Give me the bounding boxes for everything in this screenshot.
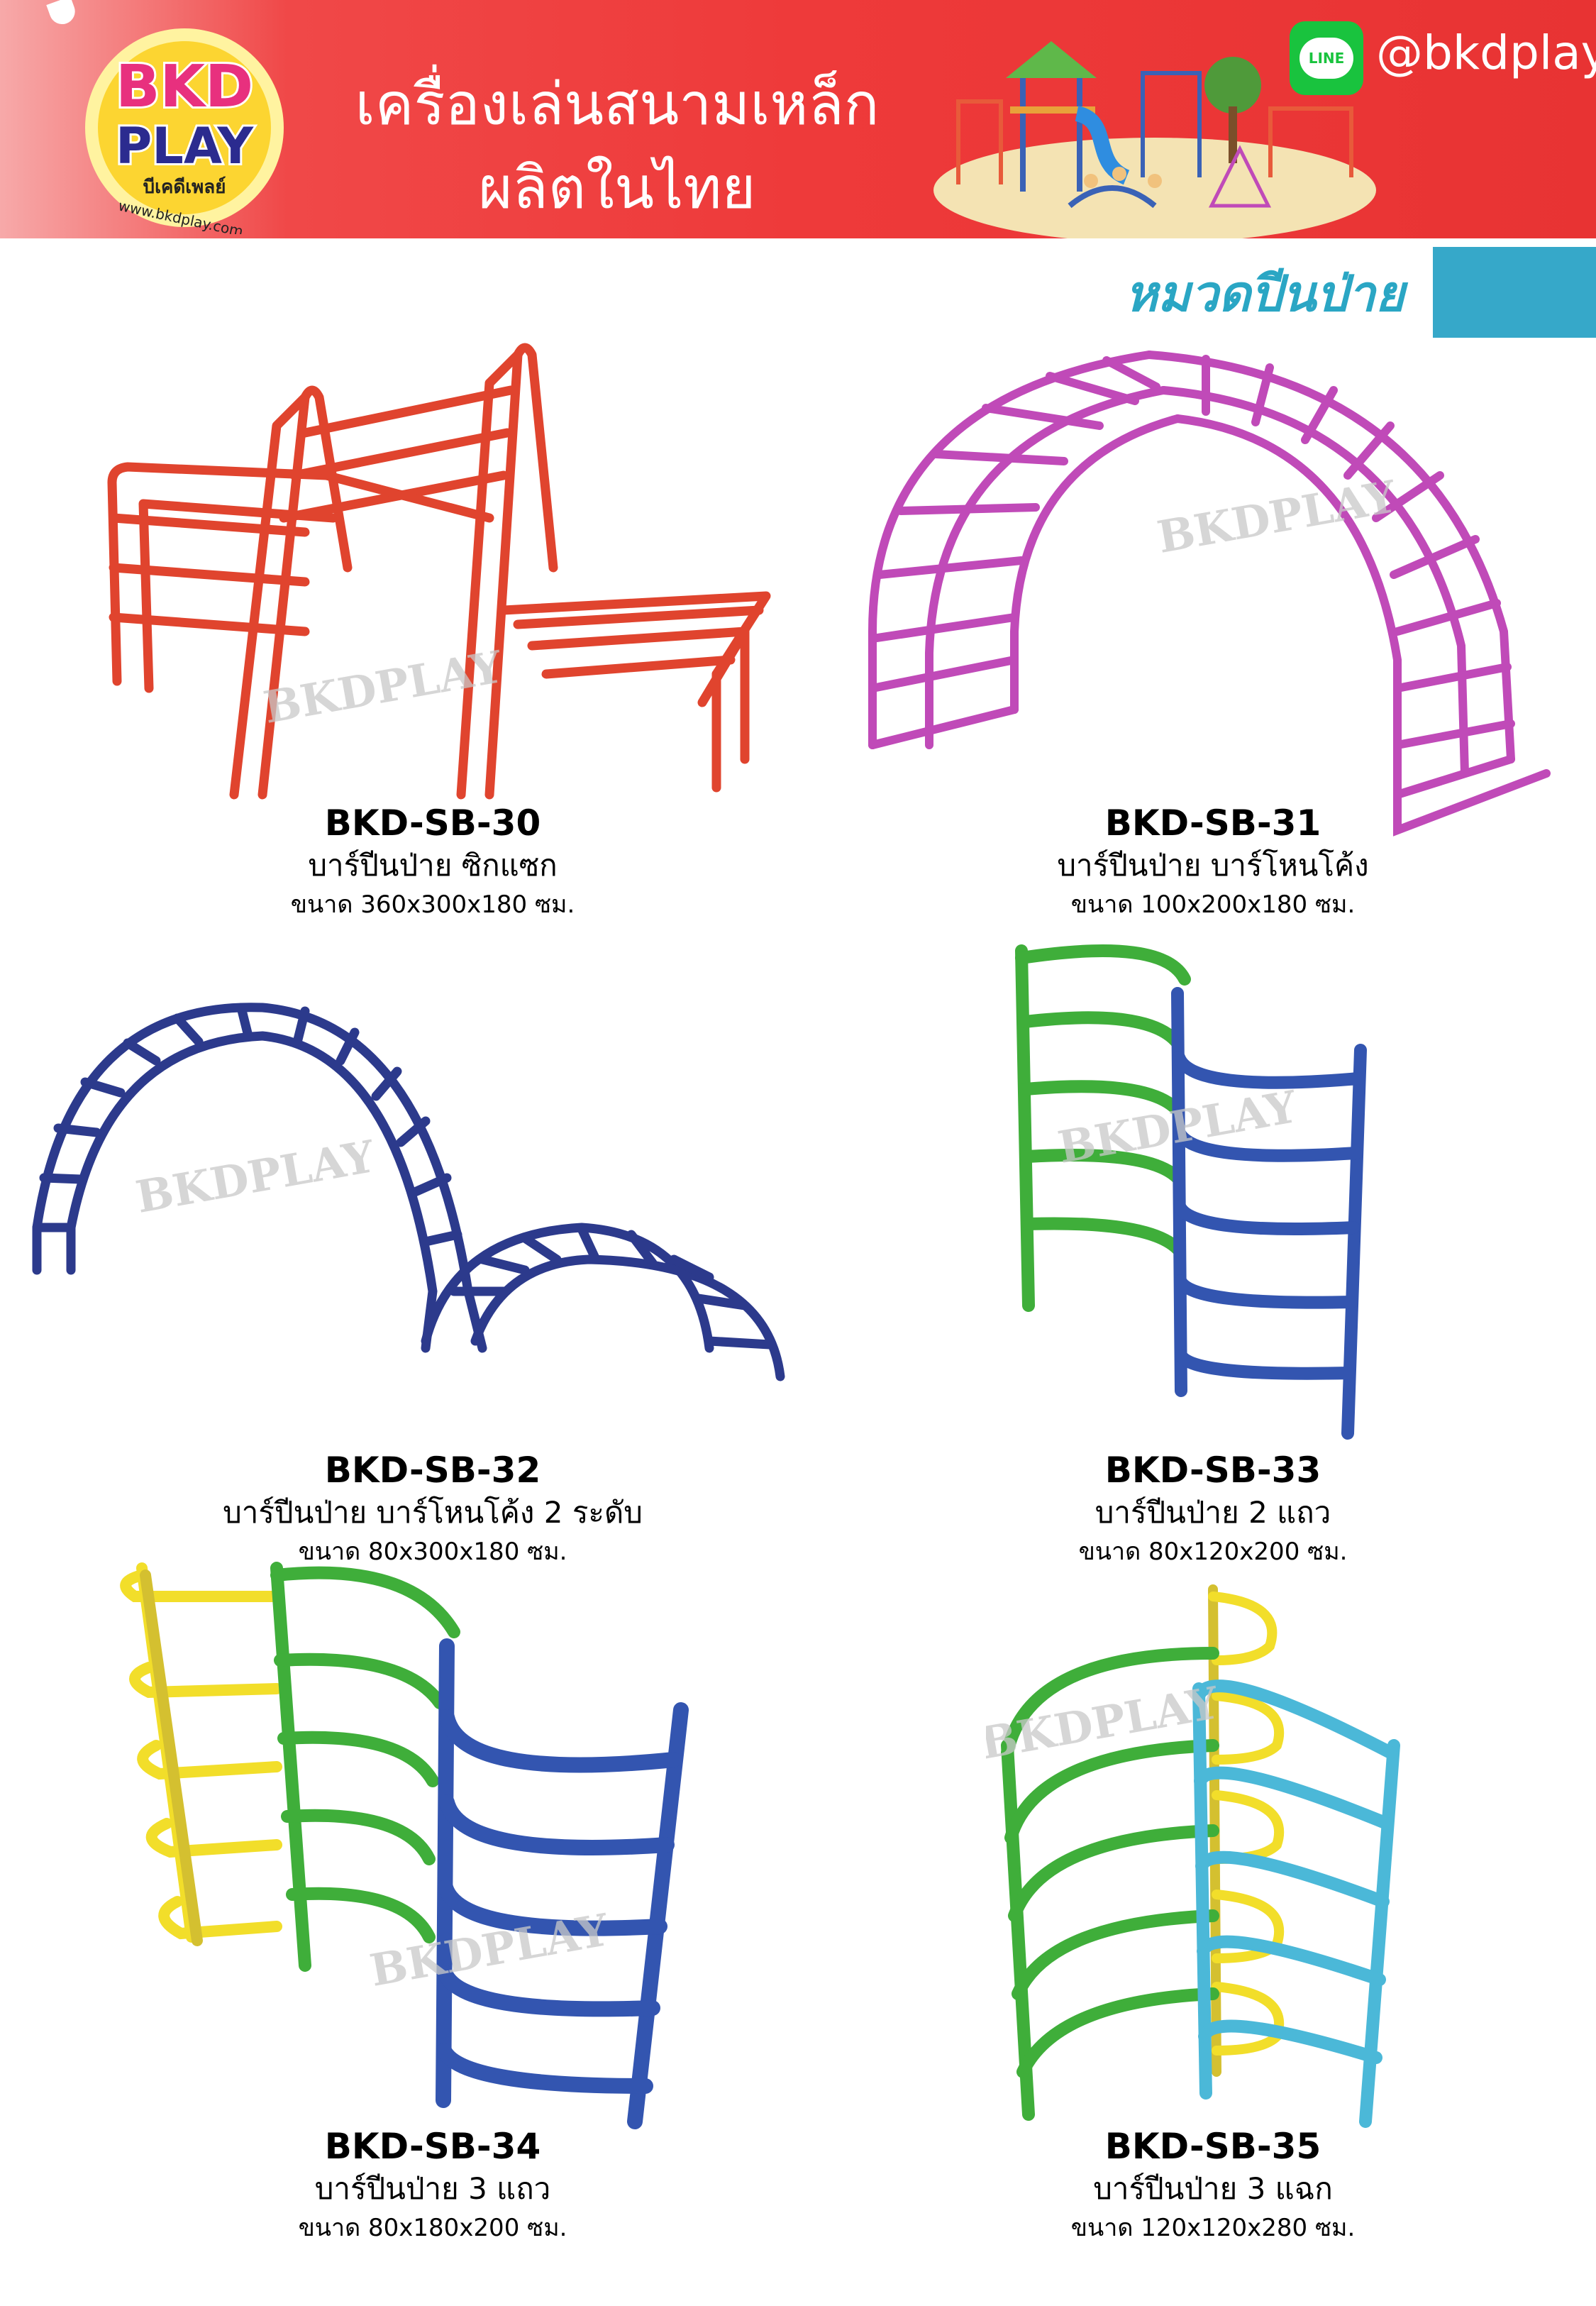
product-caption-sb-35: BKD-SB-35 บาร์ปีนป่าย 3 แฉก ขนาด 120x120… [922, 2125, 1504, 2246]
product-code: BKD-SB-30 [324, 802, 541, 844]
three-row-climbing-bar-image: BKDPLAY [120, 1562, 689, 2129]
product-card-sb-33[interactable]: BKDPLAY [993, 937, 1390, 1447]
logo-text-bkd: BKD [116, 53, 253, 121]
product-caption-sb-32: BKD-SB-32 บาร์ปีนป่าย บาร์โหนโค้ง 2 ระดั… [142, 1449, 724, 1569]
product-code: BKD-SB-32 [324, 1450, 541, 1491]
logo-text-thai: บีเคดีเพลย์ [143, 176, 226, 198]
product-size: ขนาด 360x300x180 ซม. [290, 890, 575, 919]
bkdplay-logo[interactable]: BKD PLAY บีเคดีเพลย์ www.bkdplay.com [74, 21, 294, 234]
category-accent-bar [1433, 247, 1596, 338]
product-card-sb-31[interactable]: BKDPLAY [851, 333, 1561, 844]
product-name: บาร์ปีนป่าย ซิกแซก [308, 848, 558, 883]
decorative-blob [46, 0, 79, 28]
product-name: บาร์ปีนป่าย บาร์โหนโค้ง 2 ระดับ [223, 1495, 643, 1530]
product-name: บาร์ปีนป่าย 2 แถว [1095, 1495, 1331, 1530]
product-name: บาร์ปีนป่าย 3 แฉก [1093, 2171, 1333, 2206]
product-code: BKD-SB-31 [1104, 802, 1321, 844]
header-title-line1: เครื่องเล่นสนามเหล็ก [355, 71, 880, 138]
product-size: ขนาด 100x200x180 ซม. [1070, 890, 1356, 919]
product-size: ขนาด 80x300x180 ซม. [298, 1538, 567, 1566]
curved-monkey-bar-image: BKDPLAY [868, 351, 1551, 837]
product-code: BKD-SB-34 [324, 2126, 541, 2167]
product-name: บาร์ปีนป่าย 3 แถว [314, 2171, 551, 2206]
product-size: ขนาด 80x180x200 ซม. [298, 2214, 567, 2242]
product-card-sb-35[interactable]: BKDPLAY [986, 1575, 1426, 2129]
three-branch-climbing-bar-image: BKDPLAY [986, 1584, 1400, 2128]
product-size: ขนาด 120x120x280 ซม. [1070, 2214, 1356, 2242]
product-card-sb-32[interactable]: BKDPLAY [28, 993, 787, 1405]
product-caption-sb-34: BKD-SB-34 บาร์ปีนป่าย 3 แถว ขนาด 80x180x… [142, 2125, 724, 2246]
line-icon-label: LINE [1299, 38, 1353, 79]
product-caption-sb-33: BKD-SB-33 บาร์ปีนป่าย 2 แถว ขนาด 80x120x… [922, 1449, 1504, 1569]
category-title: หมวดปีนป่าย [1124, 265, 1404, 323]
header-banner: BKD PLAY บีเคดีเพลย์ www.bkdplay.com เคร… [0, 0, 1596, 238]
two-level-curved-monkey-bar-image: BKDPLAY [32, 1003, 785, 1381]
product-caption-sb-31: BKD-SB-31 บาร์ปีนป่าย บาร์โหนโค้ง ขนาด 1… [922, 802, 1504, 922]
product-code: BKD-SB-35 [1104, 2126, 1321, 2167]
product-card-sb-30[interactable]: BKDPLAY [92, 333, 802, 802]
header-title-line2: ผลิตในไทย [478, 155, 756, 222]
product-card-sb-34[interactable]: BKDPLAY [106, 1554, 709, 2136]
logo-text-play: PLAY [116, 117, 254, 175]
line-handle[interactable]: @bkdplay [1376, 26, 1596, 80]
zigzag-climbing-bar-image: BKDPLAY [107, 343, 771, 800]
product-caption-sb-30: BKD-SB-30 บาร์ปีนป่าย ซิกแซก ขนาด 360x30… [142, 802, 724, 922]
playground-illustration [933, 41, 1376, 238]
watermark: BKDPLAY [132, 1130, 379, 1223]
product-size: ขนาด 80x120x200 ซม. [1078, 1538, 1348, 1566]
product-name: บาร์ปีนป่าย บาร์โหนโค้ง [1057, 848, 1369, 883]
product-code: BKD-SB-33 [1104, 1450, 1321, 1491]
line-app-icon[interactable]: LINE [1290, 21, 1363, 95]
two-row-climbing-bar-image: BKDPLAY [1015, 944, 1367, 1440]
